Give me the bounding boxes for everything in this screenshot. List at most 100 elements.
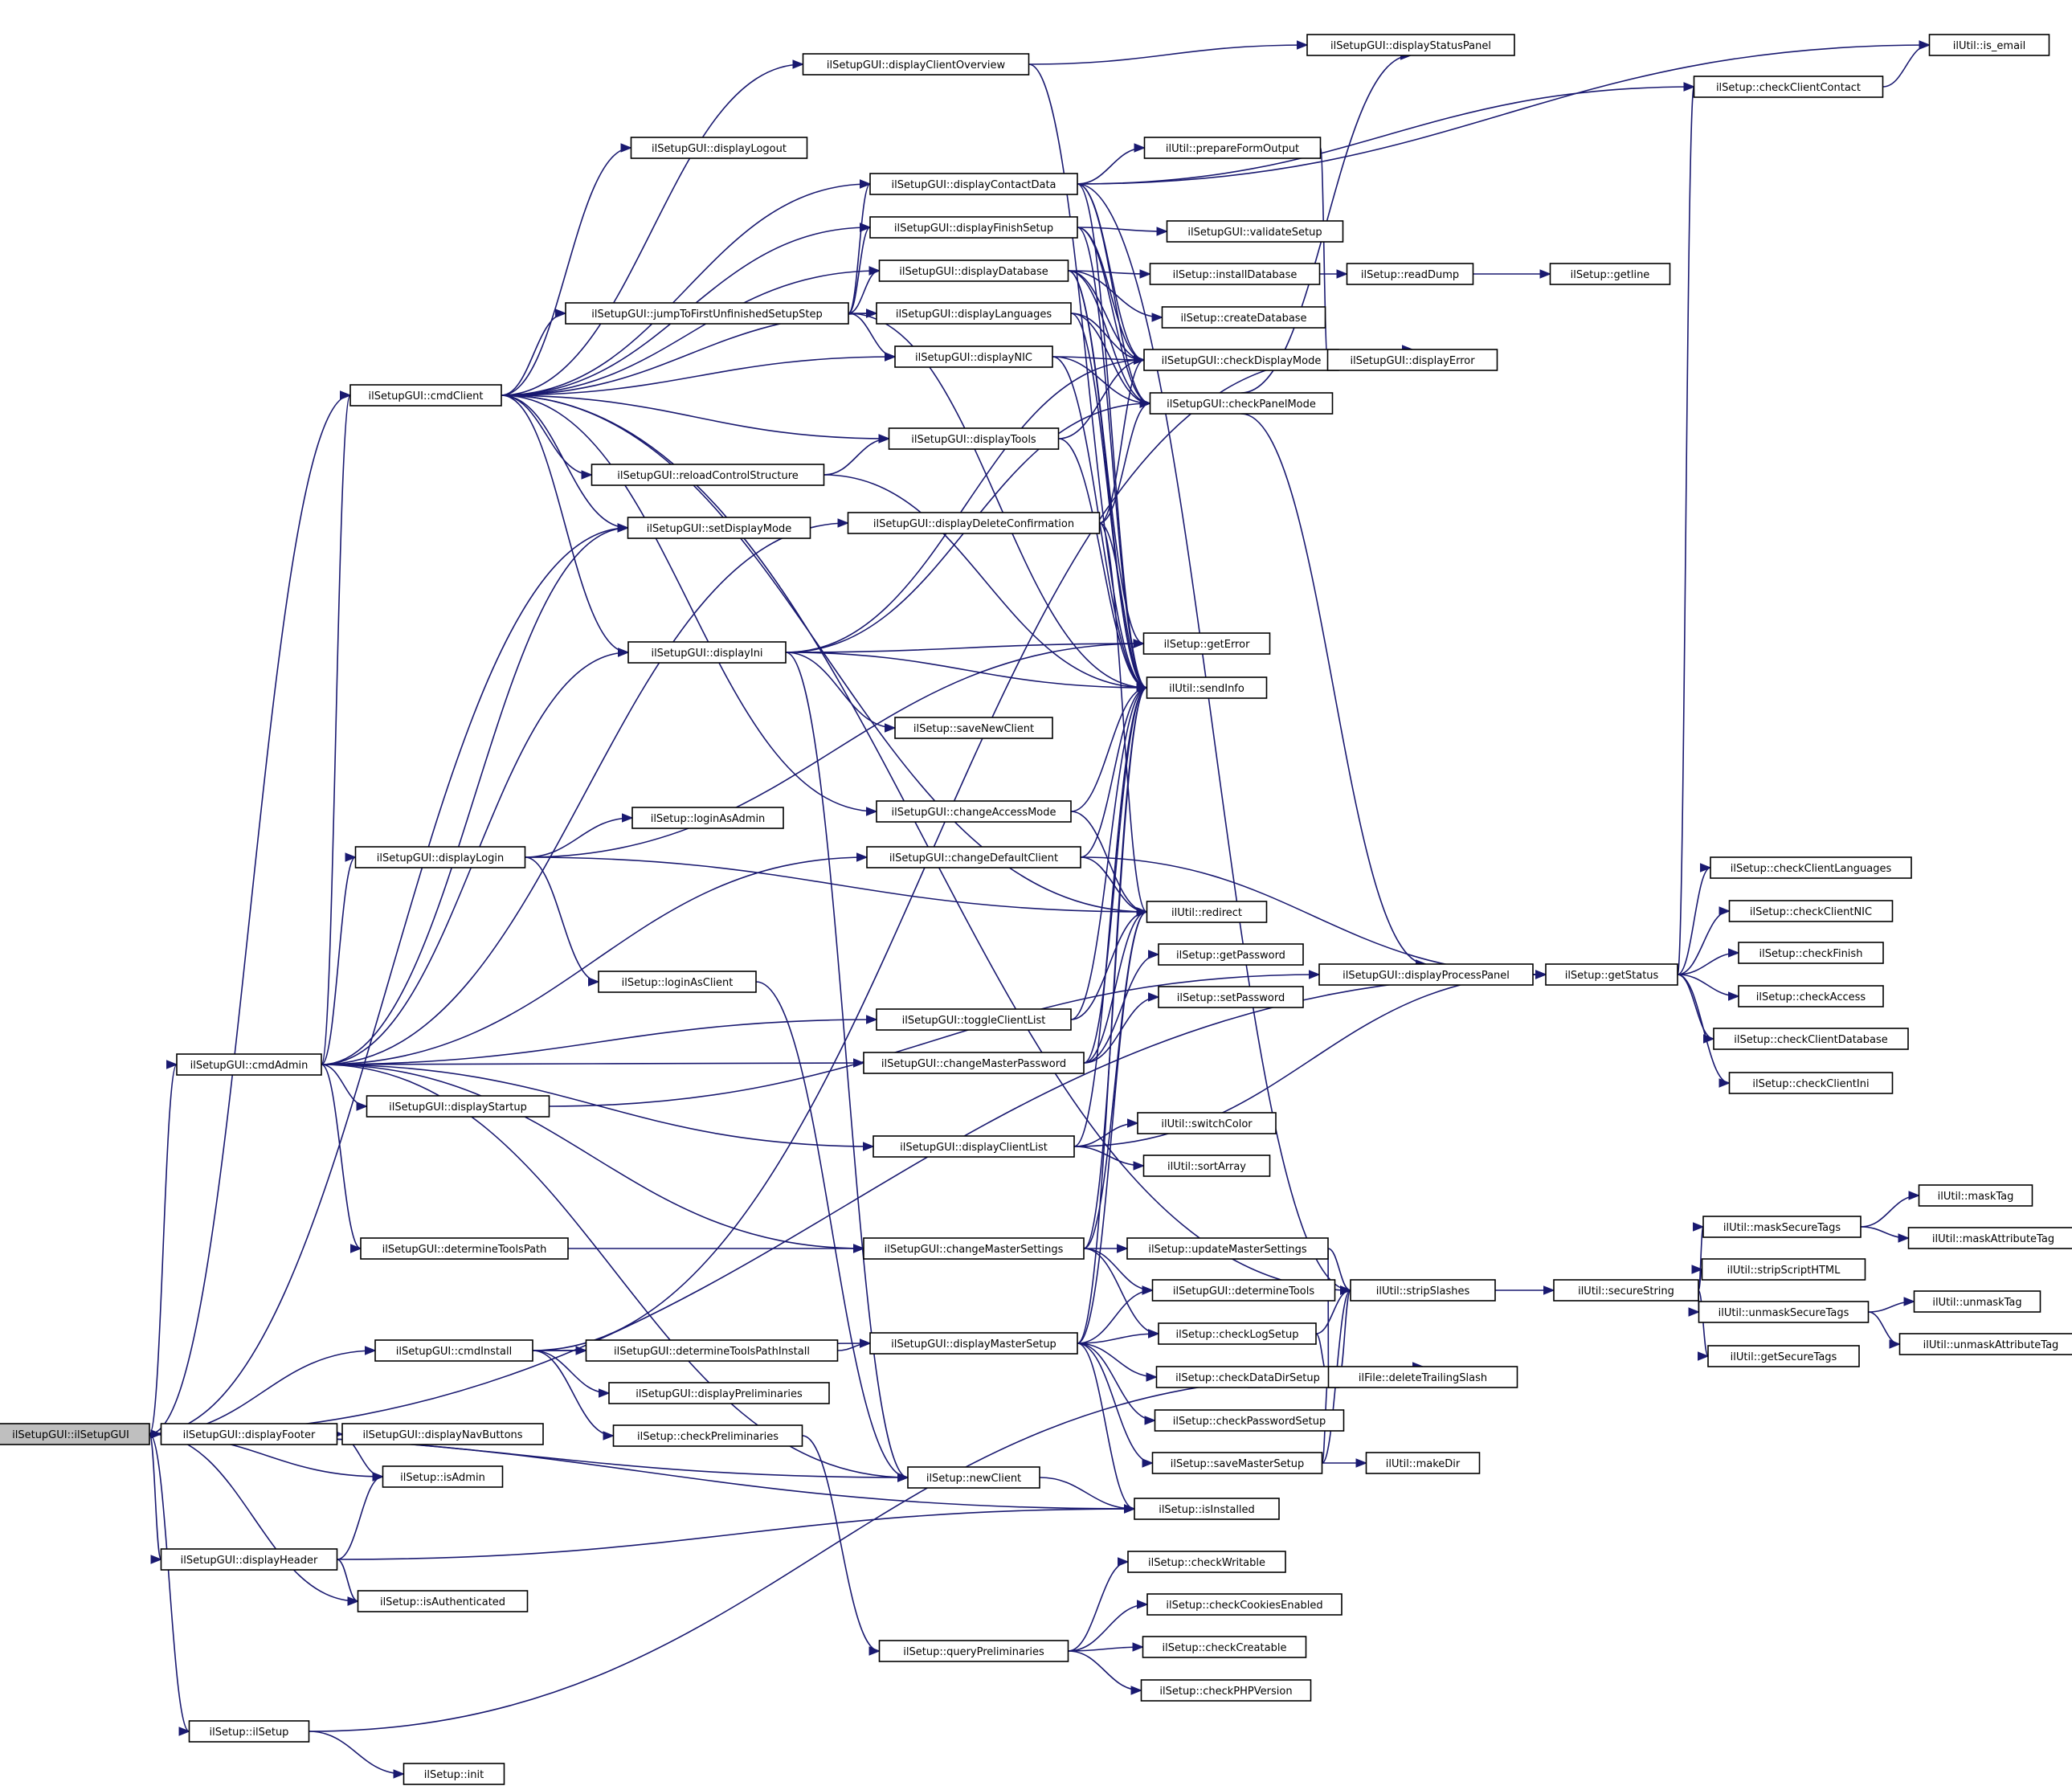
function-node[interactable]: ilSetup::checkClientNIC [1728, 900, 1894, 922]
function-node[interactable]: ilUtil::unmaskTag [1913, 1290, 2041, 1313]
function-node[interactable]: ilSetup::init [403, 1763, 505, 1785]
function-node[interactable]: ilSetupGUI::changeMasterPassword [863, 1052, 1085, 1074]
function-node[interactable]: ilSetupGUI::reloadControlStructure [591, 464, 825, 486]
function-node[interactable]: ilSetup::checkLogSetup [1158, 1322, 1317, 1345]
function-node[interactable]: ilUtil::stripScriptHTML [1701, 1258, 1866, 1281]
call-edge [532, 1350, 611, 1398]
function-node[interactable]: ilSetup::checkClientLanguages [1710, 856, 1912, 879]
function-node[interactable]: ilUtil::maskSecureTags [1702, 1216, 1862, 1238]
function-node[interactable]: ilSetupGUI::cmdInstall [374, 1339, 533, 1362]
function-node[interactable]: ilSetup::checkDataDirSetup [1155, 1366, 1340, 1388]
function-node[interactable]: ilSetupGUI::setDisplayMode [627, 517, 811, 539]
function-node[interactable]: ilSetup::readDump [1346, 263, 1474, 285]
function-node[interactable]: ilSetupGUI::checkDisplayMode [1143, 349, 1339, 371]
function-node[interactable]: ilSetupGUI::determineToolsPathInstall [585, 1339, 839, 1362]
function-node[interactable]: ilSetupGUI::changeAccessMode [876, 800, 1072, 823]
function-node[interactable]: ilSetupGUI::displayLogin [354, 846, 526, 868]
function-node[interactable]: ilUtil::unmaskAttributeTag [1898, 1333, 2072, 1355]
function-node[interactable]: ilSetupGUI::displayClientList [873, 1135, 1075, 1158]
function-node[interactable]: ilSetup::checkPreliminaries [612, 1424, 803, 1447]
node-label: ilSetup::checkAccess [1756, 991, 1866, 1003]
function-node[interactable]: ilSetupGUI::cmdClient [349, 384, 502, 407]
function-node[interactable]: ilUtil::sortArray [1142, 1155, 1271, 1177]
function-node[interactable]: ilUtil::getSecureTags [1707, 1345, 1860, 1367]
call-edge [501, 143, 632, 396]
function-node[interactable]: ilSetupGUI::changeMasterSettings [863, 1237, 1085, 1260]
function-node[interactable]: ilSetup::createDatabase [1161, 306, 1326, 329]
function-node[interactable]: ilSetupGUI::displayTools [888, 427, 1060, 450]
function-node[interactable]: ilSetup::getError [1142, 632, 1271, 655]
function-node[interactable]: ilFile::deleteTrailingSlash [1327, 1366, 1518, 1388]
function-node[interactable]: ilSetup::isInstalled [1134, 1498, 1280, 1520]
function-node[interactable]: ilSetupGUI::displayMasterSetup [869, 1332, 1078, 1355]
function-node[interactable]: ilSetup::checkClientContact [1693, 76, 1884, 98]
function-node[interactable]: ilSetup::checkPasswordSetup [1154, 1409, 1345, 1432]
node-box [565, 302, 849, 325]
function-node[interactable]: ilSetupGUI::displayPreliminaries [608, 1382, 830, 1404]
function-node[interactable]: ilSetupGUI::determineToolsPath [360, 1237, 569, 1260]
function-node[interactable]: ilSetup::checkCookiesEnabled [1146, 1593, 1343, 1616]
function-node[interactable]: ilSetupGUI::validateSetup [1166, 220, 1344, 243]
function-node[interactable]: ilSetup::getStatus [1545, 963, 1678, 986]
function-node[interactable]: ilSetupGUI::displayFooter [160, 1423, 338, 1445]
node-box [176, 1053, 322, 1076]
function-node[interactable]: ilUtil::prepareFormOutput [1143, 137, 1322, 159]
function-node[interactable]: ilUtil::is_email [1928, 34, 2050, 56]
node-label: ilSetupGUI::cmdInstall [396, 1346, 512, 1358]
function-node[interactable]: ilSetupGUI::displayProcessPanel [1318, 963, 1534, 986]
function-node[interactable]: ilSetupGUI::displayIni [627, 641, 787, 664]
function-node[interactable]: ilSetupGUI::jumpToFirstUnfinishedSetupSt… [565, 302, 849, 325]
function-node[interactable]: ilSetupGUI::displayLogout [630, 137, 808, 159]
function-node[interactable]: ilUtil::secureString [1553, 1279, 1699, 1302]
function-node[interactable]: ilSetupGUI::displayStatusPanel [1306, 34, 1515, 56]
function-node[interactable]: ilSetupGUI::displayDatabase [878, 260, 1069, 282]
function-node[interactable]: ilSetup::getline [1549, 263, 1671, 285]
function-node[interactable]: ilSetup::loginAsAdmin [631, 807, 784, 829]
function-node[interactable]: ilSetup::checkCreatable [1142, 1636, 1307, 1658]
function-node[interactable]: ilUtil::makeDir [1365, 1452, 1481, 1474]
node-label: ilSetup::queryPreliminaries [903, 1646, 1044, 1658]
function-node[interactable]: ilUtil::redirect [1146, 901, 1268, 923]
function-node[interactable]: ilUtil::maskTag [1918, 1184, 2033, 1207]
function-node[interactable]: ilSetup::ilSetup [188, 1720, 310, 1743]
function-node[interactable]: ilSetupGUI::cmdAdmin [176, 1053, 322, 1076]
function-node[interactable]: ilSetupGUI::displayClientOverview [802, 53, 1030, 76]
function-node[interactable]: ilSetupGUI::displayError [1326, 349, 1498, 371]
function-node[interactable]: ilUtil::stripSlashes [1350, 1279, 1496, 1302]
function-node[interactable]: ilSetupGUI::displayHeader [160, 1548, 338, 1571]
function-node[interactable]: ilSetupGUI::displayNIC [894, 345, 1053, 368]
function-node[interactable]: ilSetupGUI::determineTools [1151, 1279, 1336, 1302]
function-node[interactable]: ilSetup::newClient [907, 1466, 1040, 1489]
function-node[interactable]: ilSetup::setPassword [1158, 986, 1304, 1008]
function-node[interactable]: ilUtil::unmaskSecureTags [1698, 1301, 1870, 1323]
function-node[interactable]: ilSetup::updateMasterSettings [1126, 1237, 1329, 1260]
function-node[interactable]: ilSetupGUI::checkPanelMode [1149, 392, 1334, 415]
function-node[interactable]: ilSetup::isAdmin [382, 1465, 504, 1488]
function-node[interactable]: ilSetupGUI::displayDeleteConfirmation [847, 512, 1101, 534]
function-node[interactable]: ilSetupGUI::displayFinishSetup [869, 216, 1078, 239]
function-node[interactable]: ilSetup::saveMasterSetup [1151, 1452, 1323, 1474]
function-node[interactable]: ilSetup::checkClientIni [1728, 1072, 1894, 1094]
root-function-node[interactable]: ilSetupGUI::ilSetupGUI [0, 1423, 150, 1445]
function-node[interactable]: ilUtil::maskAttributeTag [1907, 1227, 2072, 1249]
function-node[interactable]: ilSetupGUI::toggleClientList [876, 1008, 1072, 1031]
function-node[interactable]: ilUtil::sendInfo [1146, 676, 1268, 699]
function-node[interactable]: ilSetup::checkFinish [1738, 942, 1884, 964]
function-node[interactable]: ilSetup::checkWritable [1127, 1551, 1286, 1573]
function-node[interactable]: ilSetup::checkClientDatabase [1713, 1028, 1909, 1050]
function-node[interactable]: ilSetupGUI::displayLanguages [876, 302, 1072, 325]
function-node[interactable]: ilSetup::loginAsClient [598, 971, 757, 993]
function-node[interactable]: ilSetup::installDatabase [1149, 263, 1321, 285]
function-node[interactable]: ilUtil::switchColor [1137, 1112, 1277, 1134]
function-node[interactable]: ilSetup::saveNewClient [894, 717, 1053, 739]
function-node[interactable]: ilSetup::checkAccess [1738, 985, 1884, 1007]
function-node[interactable]: ilSetup::checkPHPVersion [1140, 1679, 1312, 1702]
function-node[interactable]: ilSetup::getPassword [1158, 943, 1304, 966]
function-node[interactable]: ilSetup::queryPreliminaries [878, 1640, 1069, 1662]
function-node[interactable]: ilSetup::isAuthenticated [357, 1590, 529, 1612]
function-node[interactable]: ilSetupGUI::changeDefaultClient [866, 846, 1081, 868]
function-node[interactable]: ilSetupGUI::displayContactData [869, 173, 1078, 195]
call-edge [1028, 63, 1148, 693]
function-node[interactable]: ilSetupGUI::displayStartup [366, 1095, 550, 1118]
function-node[interactable]: ilSetupGUI::displayNavButtons [341, 1423, 544, 1445]
